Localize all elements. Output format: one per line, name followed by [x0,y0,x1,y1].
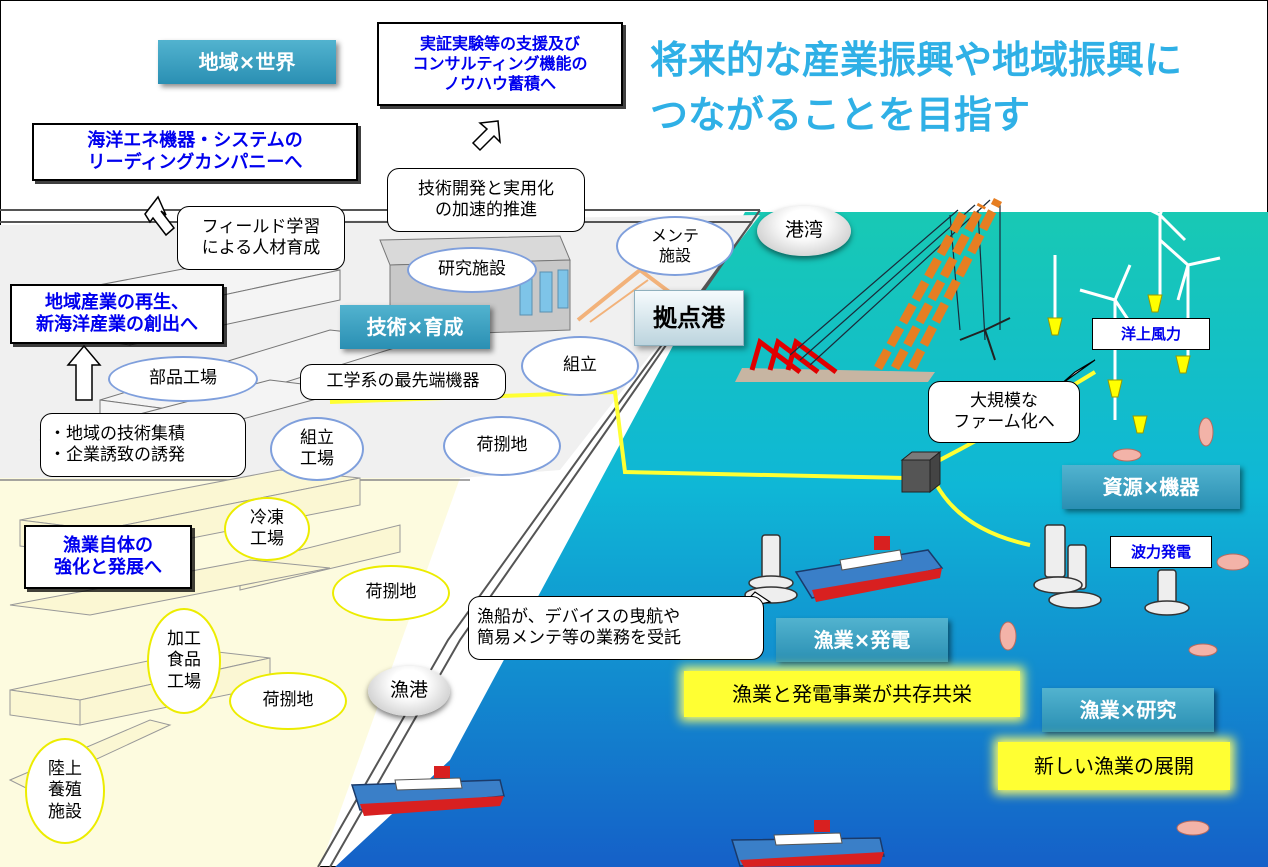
arrow-up-icon [66,344,102,401]
turbine-blades-dark [959,317,1011,361]
label-shigen-kiki: 資源×機器 [1062,465,1240,509]
port-kowan: 港湾 [757,206,851,256]
ellipse-mente: メンテ 施設 [616,216,734,276]
callout-daikibo: 大規模な ファーム化へ [928,381,1080,443]
label-jissho: 実証実験等の支援及び コンサルティング機能の ノウハウ蓄積へ [377,22,623,106]
callout-field: フィールド学習 による人材育成 [177,206,345,270]
callout-tail [1059,359,1096,386]
ellipse-kako: 加工 食品 工場 [147,608,221,714]
arrow-up-left-icon [144,195,176,237]
hub-kyoten: 拠点港 [634,290,744,346]
ellipse-nisabaki-2: 荷捌地 [332,565,450,621]
label-gyogyo-hatsuden: 漁業×発電 [776,618,948,662]
label-gijutsu-ikusei: 技術×育成 [340,305,490,349]
ellipse-buhin: 部品工場 [108,356,258,402]
label-gyogyo-kenkyu: 漁業×研究 [1042,688,1214,732]
callout-gijutsu-kaihatsu: 技術開発と実用化 の加速的推進 [387,168,585,232]
sea-area [335,212,1268,867]
fishing-boat-icon [730,820,885,867]
wave-power-device-icon [744,524,1190,616]
fishing-boat-icon [350,766,505,816]
headline: 将来的な産業振興や地域振興に つながることを目指す [650,37,1183,137]
fishing-boat-icon [794,536,944,602]
callout-gyosen: 漁船が、デバイスの曳航や 簡易メンテ等の業務を受託 [468,596,764,660]
ellipse-kumitate: 組立 [521,336,639,396]
tower-sections [874,197,1003,371]
ellipse-nisabaki-3: 荷捌地 [229,672,347,730]
callout-kogaku: 工学系の最先端機器 [300,364,506,400]
label-saisei: 地域産業の再生、 新海洋産業の創出へ [10,284,224,344]
port-gyoko: 漁港 [368,666,450,716]
label-gyogyo-jitai: 漁業自体の 強化と発展へ [24,525,192,589]
label-chiiki-sekai: 地域×世界 [158,40,336,84]
floating-foundation-icon [1047,294,1191,434]
assembly-platform [735,368,935,382]
lab-windows [519,269,569,316]
junction-box-icon [900,450,942,494]
label-kaiyo-leading: 海洋エネ機器・システムの リーディングカンパニーへ [32,123,358,181]
arrow-up-right-icon [471,120,501,152]
power-cable-wave [933,481,1031,547]
label-yojo-furyoku: 洋上風力 [1092,318,1210,350]
ellipse-kenkyu: 研究施設 [407,247,537,293]
label-haryoku: 波力発電 [1110,536,1212,568]
ellipse-reito: 冷凍 工場 [224,497,310,561]
fish-icon [999,417,1250,836]
highlight-kyozon: 漁業と発電事業が共存共栄 [684,671,1020,717]
ellipse-nisabaki-1: 荷捌地 [443,416,561,476]
ellipse-kumitate-kojo: 組立 工場 [270,417,364,481]
red-frames [749,337,838,374]
ellipse-rikujo: 陸上 養殖 施設 [25,738,105,844]
callout-chiiki-gijutsu: ・地域の技術集積 ・企業誘致の誘発 [40,413,246,477]
highlight-atarashii: 新しい漁業の展開 [998,742,1230,790]
